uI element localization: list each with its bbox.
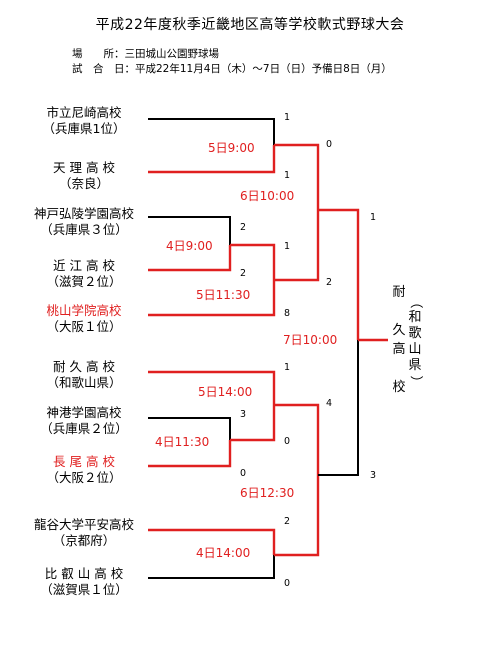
score-s12: 0: [284, 436, 291, 447]
team-7: 神港学園高校 （兵庫県２位）: [20, 405, 148, 437]
champion-char: 久: [392, 323, 406, 338]
line-team-5: [148, 280, 276, 317]
score-s16: 0: [284, 578, 291, 589]
venue-row: 場 所：三田城山公園野球場: [72, 46, 219, 61]
team-name: 長 尾 高 校: [53, 454, 115, 469]
score-s4: 2: [240, 222, 247, 233]
team-name: 近 江 高 校: [53, 258, 115, 273]
champion-name: 耐 久 高 校: [390, 283, 408, 397]
champion-sub-char: ）: [408, 375, 423, 389]
schedule-g7: 4日11:30: [155, 435, 210, 449]
line-team-8: [148, 440, 232, 468]
champion-sub-char: 和: [408, 310, 422, 325]
line-team-7: [148, 417, 231, 440]
team-name: 龍谷大学平安高校: [33, 517, 134, 532]
score-s15: 2: [284, 516, 291, 527]
champion-char: 耐: [392, 285, 406, 300]
team-name: 比 叡 山 高 校: [44, 566, 124, 581]
line-m4-winner: [274, 210, 320, 282]
venue-label: 場 所：: [72, 48, 125, 60]
venue-value: 三田城山公園野球場: [124, 48, 220, 60]
team-8: 長 尾 高 校 （大阪２位）: [20, 454, 148, 486]
team-3: 神戸弘陵学園高校 （兵庫県３位）: [20, 206, 148, 238]
score-s2: 1: [284, 170, 291, 181]
schedule-g8: 6日12:30: [240, 486, 295, 500]
line-team-10: [148, 555, 275, 579]
line-team-3: [148, 216, 231, 245]
team-name: 耐 久 高 校: [53, 359, 115, 374]
line-m9-winner: [274, 475, 320, 557]
score-s9: 1: [370, 212, 377, 223]
team-seed: （兵庫県２位）: [40, 421, 128, 436]
line-team-1: [148, 118, 275, 145]
team-seed: （和歌山県）: [46, 375, 122, 390]
team-9: 龍谷大学平安高校 （京都府）: [20, 517, 148, 549]
line-team-6: [148, 370, 276, 405]
team-name: 市立尼崎高校: [46, 105, 122, 120]
team-5: 桃山学院高校 （大阪１位）: [20, 303, 148, 335]
dates-label: 試 合 日：: [72, 63, 135, 75]
team-name: 神港学園高校: [46, 405, 122, 420]
team-seed: （京都府）: [52, 533, 116, 548]
schedule-g9: 4日14:00: [196, 546, 251, 560]
team-seed: （兵庫県1位）: [42, 121, 126, 136]
team-1: 市立尼崎高校 （兵庫県1位）: [20, 105, 148, 137]
team-name: 天 理 高 校: [53, 160, 115, 175]
champion-char: 校: [392, 380, 406, 395]
score-s8: 8: [284, 308, 291, 319]
schedule-g6: 5日14:00: [198, 385, 253, 399]
team-seed: （大阪１位）: [46, 319, 122, 334]
team-2: 天 理 高 校 （奈良）: [20, 160, 148, 192]
score-s3: 0: [326, 139, 333, 150]
team-6: 耐 久 高 校 （和歌山県）: [20, 359, 148, 391]
team-seed: （兵庫県３位）: [40, 222, 128, 237]
score-s10: 1: [284, 362, 291, 373]
score-s13: 0: [240, 468, 247, 479]
score-s7: 2: [326, 277, 333, 288]
team-name: 桃山学院高校: [46, 303, 122, 318]
score-s5: 1: [284, 241, 291, 252]
team-name: 神戸弘陵学園高校: [33, 206, 134, 221]
line-team-2: [148, 145, 276, 174]
team-seed: （滋賀県１位）: [40, 582, 128, 597]
line-team-9: [148, 528, 276, 555]
line-m1-winner: [274, 143, 320, 210]
team-seed: （奈良）: [58, 176, 109, 191]
champion-sub-char: （: [408, 295, 423, 309]
line-m8-winner: [318, 340, 359, 476]
champion-sub-char: 歌: [408, 326, 422, 341]
page-title: 平成22年度秋季近畿地区高等学校軟式野球大会: [95, 17, 405, 33]
schedule-g2: 6日10:00: [240, 189, 295, 203]
team-10: 比 叡 山 高 校 （滋賀県１位）: [20, 566, 148, 598]
champion-sub-char: 県: [408, 358, 422, 373]
team-seed: （滋賀２位）: [46, 274, 122, 289]
line-m3-winner: [230, 243, 276, 280]
dates-value: 平成22年11月4日（木）～7日（日）予備日8日（月）: [135, 63, 392, 75]
line-m6-winner: [274, 403, 320, 475]
score-s6: 2: [240, 268, 247, 279]
score-s1: 1: [284, 112, 291, 123]
line-team-4: [148, 245, 232, 272]
dates-row: 試 合 日：平成22年11月4日（木）～7日（日）予備日8日（月）: [72, 61, 392, 76]
team-seed: （大阪２位）: [46, 470, 122, 485]
champion-prefecture: （ 和 歌 山 県 ）: [407, 294, 423, 390]
score-s17: 3: [370, 470, 377, 481]
score-s11: 3: [240, 409, 247, 420]
line-m7-winner: [230, 405, 276, 442]
line-m2-winner: [318, 208, 360, 340]
champion-char: 高: [392, 342, 406, 357]
schedule-g4: 5日11:30: [196, 288, 251, 302]
champion-sub-char: 山: [408, 342, 422, 357]
schedule-g3: 4日9:00: [166, 239, 213, 253]
schedule-g1: 5日9:00: [208, 141, 255, 155]
schedule-g5: 7日10:00: [283, 333, 338, 347]
score-s14: 4: [326, 398, 333, 409]
team-4: 近 江 高 校 （滋賀２位）: [20, 258, 148, 290]
